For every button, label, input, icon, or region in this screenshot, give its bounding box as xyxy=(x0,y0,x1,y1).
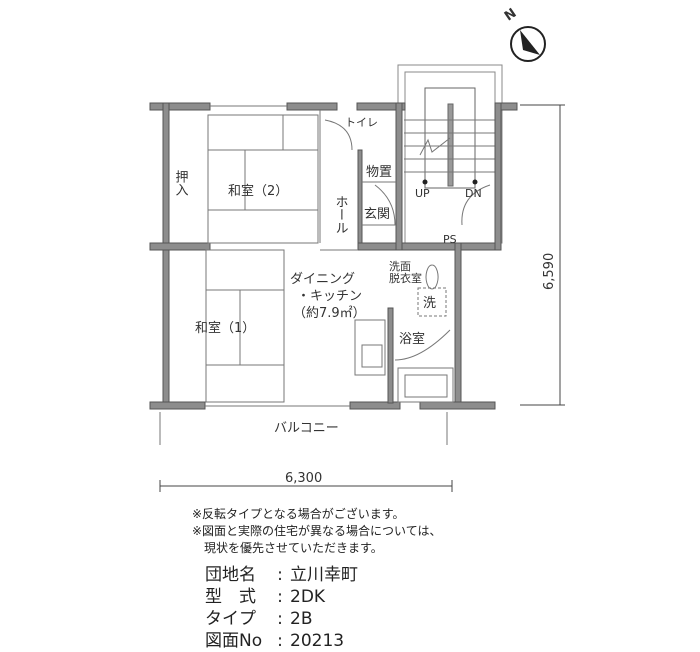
label-kitchen: ・キッチン xyxy=(297,289,362,304)
label-washroom-1: 洗面 xyxy=(389,260,411,273)
notes: ※反転タイプとなる場合がございます。 ※図面と実際の住宅が異なる場合については、… xyxy=(192,506,441,557)
note-line: ※反転タイプとなる場合がございます。 xyxy=(192,507,405,521)
label-balcony: バルコニー xyxy=(274,421,339,436)
label-entrance: 玄関 xyxy=(364,207,390,222)
label-washroom-2: 脱衣室 xyxy=(389,271,422,285)
label-up: UP xyxy=(415,187,430,200)
info-row-estate: 団地名:立川幸町 xyxy=(205,565,358,585)
label-washitsu-2: 和室（2） xyxy=(228,183,288,199)
label-dining: ダイニング xyxy=(290,272,355,287)
label-washitsu-1: 和室（1） xyxy=(195,320,255,336)
label-bath: 浴室 xyxy=(399,331,425,347)
property-info: 団地名:立川幸町 型 式:2DK タイプ:2B 図面No:20213 xyxy=(205,564,358,652)
info-row-subtype: タイプ:2B xyxy=(205,609,313,629)
label-dining-area: （約7.9㎡） xyxy=(293,306,366,321)
north-compass-icon: N xyxy=(502,6,546,62)
info-row-type: 型 式:2DK xyxy=(205,587,326,607)
dimension-depth: 6,590 xyxy=(542,253,557,290)
label-hall: ホール xyxy=(333,195,348,234)
label-dn: DN xyxy=(465,187,482,200)
dimension-width: 6,300 xyxy=(285,471,322,486)
label-ps: PS xyxy=(443,233,457,246)
label-washer: 洗 xyxy=(423,296,436,311)
note-line: 現状を優先させていただきます。 xyxy=(192,541,383,555)
label-oshiire: 押入 xyxy=(173,170,189,196)
staircase xyxy=(374,64,503,244)
interior-lines xyxy=(159,104,565,492)
label-toilet: トイレ xyxy=(345,116,378,129)
note-line: ※図面と実際の住宅が異なる場合については、 xyxy=(192,524,442,538)
compass-north-label: N xyxy=(502,6,520,25)
walls xyxy=(149,102,518,410)
info-row-drawing-no: 図面No:20213 xyxy=(205,631,345,651)
label-storage: 物置 xyxy=(366,165,392,180)
